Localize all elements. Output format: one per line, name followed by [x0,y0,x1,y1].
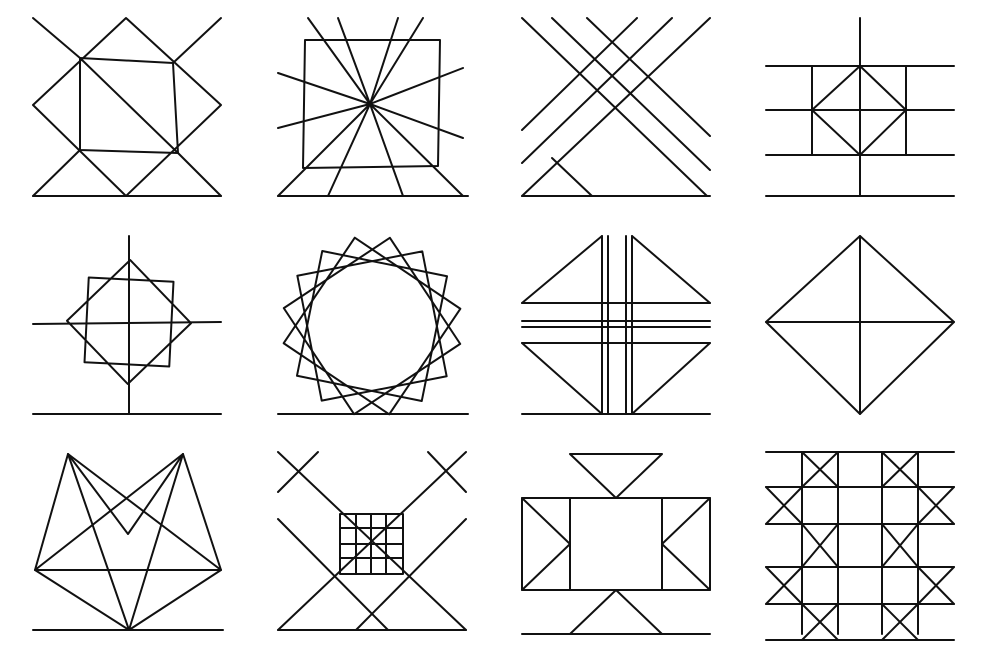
ring-square [282,236,462,416]
small-square [339,513,404,575]
panel-grid-with-inner-diamond [765,17,955,197]
star-edge [128,453,184,631]
band-line [521,17,711,197]
top-tri [569,453,663,499]
panel-quartered-diamond [765,235,955,415]
band-line [521,17,638,131]
star-edge [67,453,130,631]
ray [277,103,371,129]
ray [369,67,464,105]
x-stroke [881,451,919,488]
ray [369,17,399,105]
corner-line [32,149,81,197]
x-stroke [881,603,919,641]
ray [369,103,464,139]
star-edge [67,453,222,571]
panel-split-bars-with-triangles [521,235,711,415]
panel-diagonal-cross-with-small-grid [277,451,467,631]
ray [277,72,371,105]
x-stroke [917,566,955,605]
square [302,39,441,169]
x-stroke [801,603,839,641]
panel-crossing-diagonal-bands [521,17,711,197]
diag [355,518,467,631]
diamond-b [66,259,192,385]
panel-grid-with-x-cells [765,451,955,641]
corner-line [177,152,222,197]
ring-square [296,250,448,402]
outline [34,453,222,631]
band-line [521,17,673,164]
panel-rotated-square-ring [277,236,469,416]
ray [277,103,371,197]
band-line [551,157,593,197]
tri-edge [521,235,603,304]
diag [427,451,467,493]
right-tri [661,497,711,591]
diag [277,451,319,493]
panel-diamond-in-square [32,17,222,197]
x-stroke [801,451,839,488]
ray [327,103,371,197]
x-stroke [765,566,803,605]
panel-star-polygon [32,453,224,631]
x-stroke [881,523,919,568]
panel-square-with-starburst [277,17,469,197]
ring-square [295,249,449,403]
x-stroke [917,486,955,525]
tri-edge [631,235,711,304]
band-line [521,17,708,197]
panel-rotated-squares-on-cross [32,235,222,415]
ray [369,17,424,105]
ray [369,103,464,197]
diagonal [79,57,179,154]
x-stroke [801,523,839,568]
panel-square-with-corner-triangles [521,453,711,635]
diag [277,518,389,631]
left-tri [521,497,571,591]
tri-edge [631,342,711,415]
star-edge [34,453,184,571]
ray [337,17,371,105]
corner-line [32,17,81,59]
ring-square [282,236,462,416]
ray [307,17,371,105]
axis-h [32,321,222,325]
tri-edge [521,342,603,415]
ray [369,103,404,197]
x-stroke [765,486,803,525]
bottom-tri [569,589,663,635]
corner-line [172,17,222,64]
square-a [83,276,175,368]
square [569,497,663,591]
diamond [811,65,907,156]
